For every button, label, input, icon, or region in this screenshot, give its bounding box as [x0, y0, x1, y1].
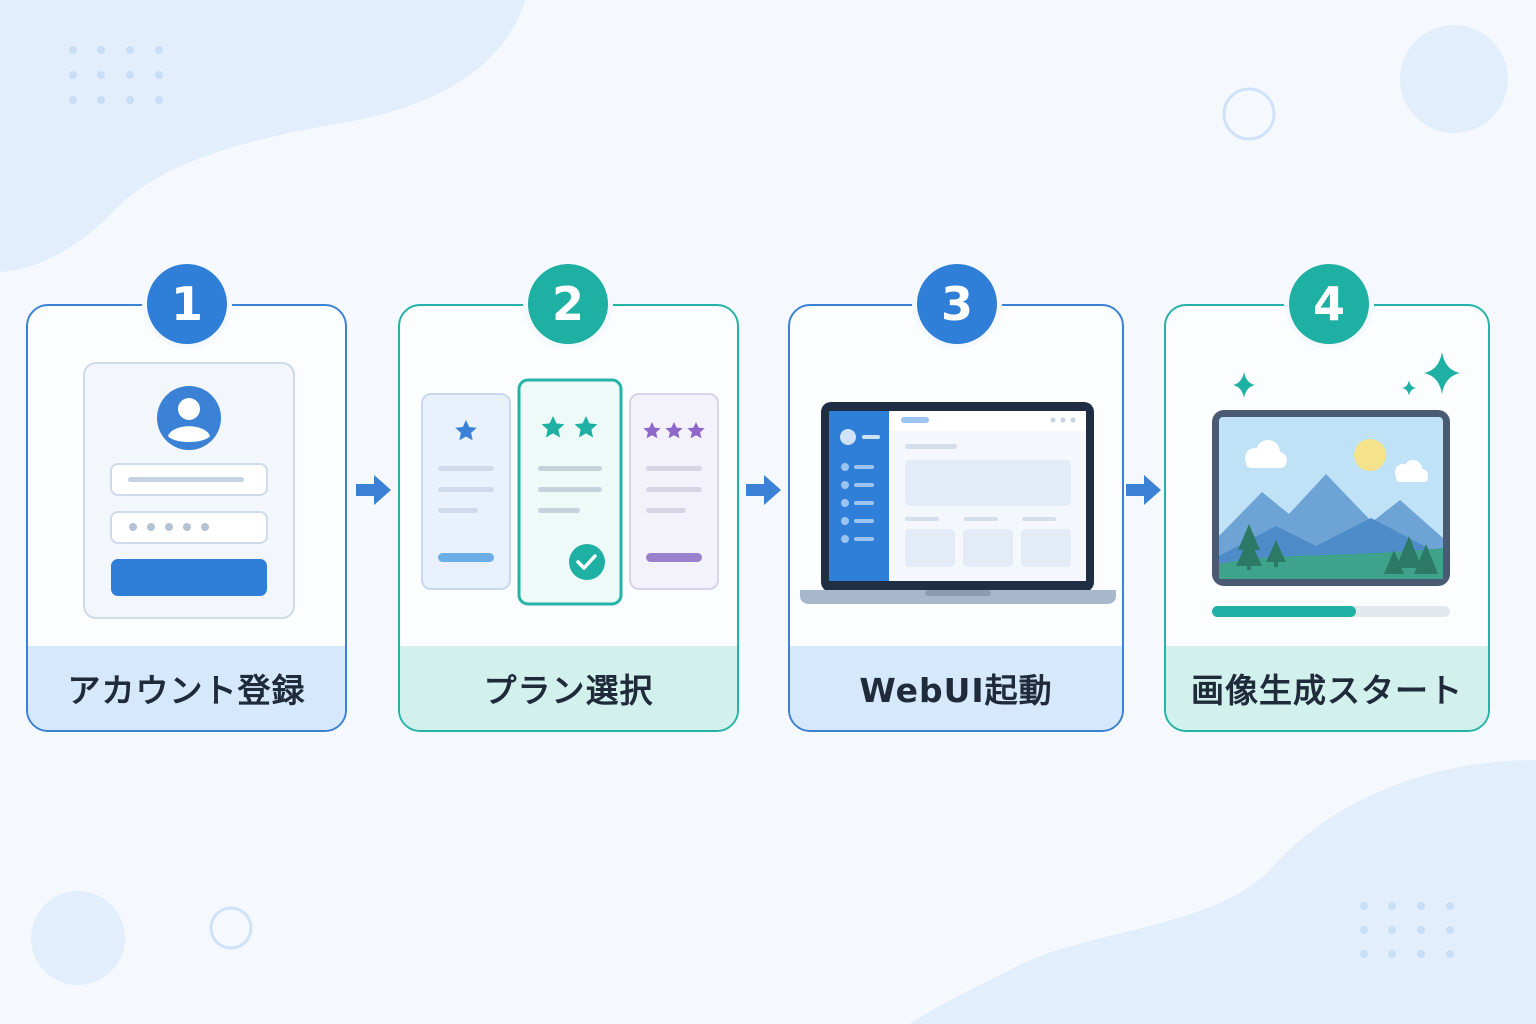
plan-selection-illustration	[421, 378, 719, 606]
check-circle-icon	[569, 544, 605, 580]
laptop-icon	[800, 402, 1116, 604]
star-icon	[455, 420, 477, 441]
arrow-right-icon	[1126, 475, 1161, 505]
step-card-4: 画像生成スタート	[1164, 304, 1490, 732]
user-avatar-icon	[157, 386, 221, 450]
step-label: WebUI起動	[790, 646, 1122, 730]
step-number-badge-3: 3	[917, 264, 997, 344]
step-label: プラン選択	[400, 646, 737, 730]
step-card-3: WebUI起動	[788, 304, 1124, 732]
step-number-badge-2: 2	[528, 264, 608, 344]
step-number-badge-1: 1	[147, 264, 227, 344]
arrow-right-icon	[356, 475, 391, 505]
step-label: 画像生成スタート	[1166, 646, 1488, 730]
star-icon	[574, 416, 598, 438]
step-label: アカウント登録	[28, 646, 345, 730]
sparkle-icon	[1424, 352, 1460, 394]
star-icon	[643, 422, 661, 439]
login-form-illustration	[83, 362, 295, 619]
landscape-image-icon	[1212, 352, 1460, 617]
progress-fill	[1212, 606, 1356, 617]
sparkle-icon	[1402, 380, 1416, 396]
step-card-2: プラン選択	[398, 304, 739, 732]
arrow-right-icon	[746, 475, 781, 505]
step-card-1: アカウント登録	[26, 304, 347, 732]
sparkle-icon	[1233, 372, 1255, 398]
step-number-badge-4: 4	[1289, 264, 1369, 344]
star-icon	[687, 422, 705, 439]
star-icon	[665, 422, 683, 439]
star-icon	[541, 416, 565, 438]
